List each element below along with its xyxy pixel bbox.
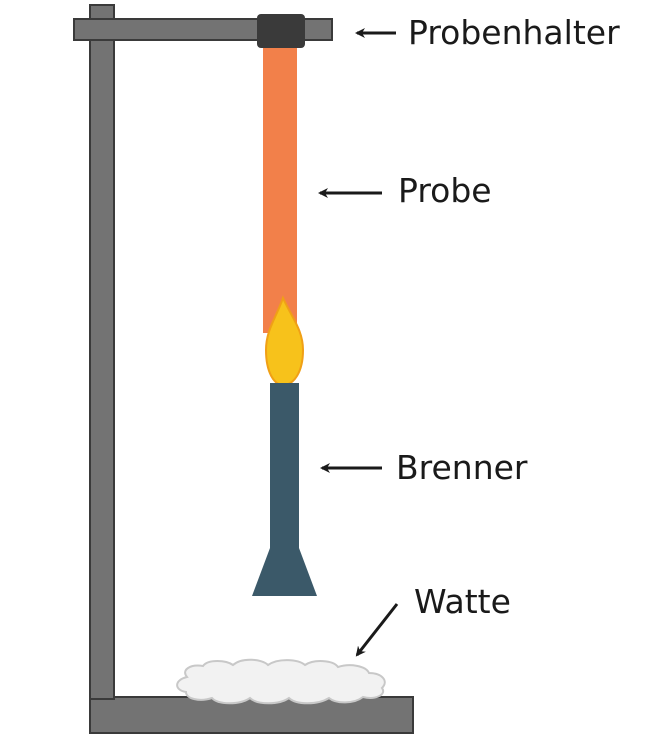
sample-holder bbox=[257, 14, 305, 48]
label-probenhalter: Probenhalter bbox=[408, 13, 620, 52]
stand-base bbox=[89, 696, 414, 734]
burner-base bbox=[252, 548, 317, 596]
cotton-wool bbox=[176, 658, 386, 705]
label-watte: Watte bbox=[414, 582, 511, 621]
label-brenner: Brenner bbox=[396, 448, 528, 487]
sample bbox=[263, 48, 297, 333]
label-probe: Probe bbox=[398, 171, 492, 210]
burner-tube bbox=[270, 383, 299, 548]
arrow-watte bbox=[355, 603, 399, 657]
stand-pole bbox=[89, 4, 115, 700]
